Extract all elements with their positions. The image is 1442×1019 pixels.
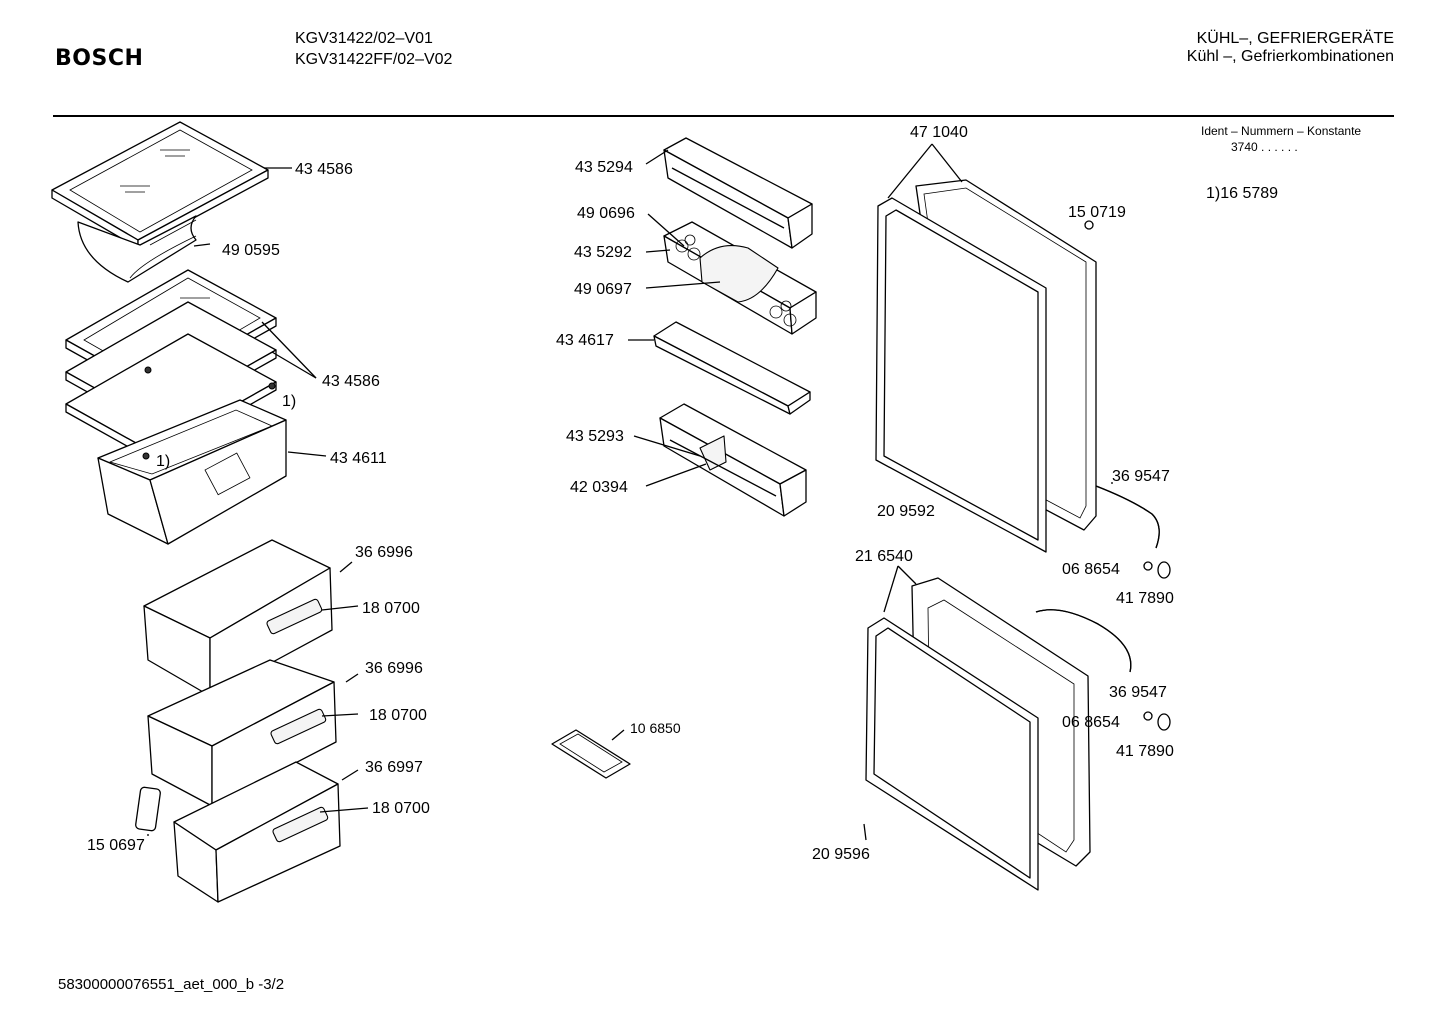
vegetable-drawer-2: [147, 659, 337, 807]
label-footnote-b: 1): [156, 453, 170, 470]
label-cover-lower: 41 7890: [1116, 743, 1174, 760]
label-shelf-top: 43 4586: [295, 161, 353, 178]
door-shelf-1: [663, 137, 813, 249]
ident-title: Ident – Nummern – Konstante: [1201, 124, 1362, 138]
part-labels: 43 4586 49 0595 43 4586 1) 1) 43 4611 36…: [87, 124, 1174, 863]
lower-door-gasket: [865, 617, 1039, 891]
category-title: KÜHL–, GEFRIERGERÄTE: [1196, 30, 1394, 47]
screws-and-covers: [1143, 561, 1171, 731]
label-door-shelf-1: 43 5294: [575, 159, 633, 176]
label-drawer-2: 36 6996: [365, 660, 423, 677]
model-number-2: KGV31422FF/02–V02: [295, 51, 453, 68]
label-door-shelf-3: 43 5293: [566, 428, 624, 445]
door-shelf-3: [659, 403, 807, 517]
header-divider: [53, 115, 1394, 117]
door-shelf-2: [653, 321, 811, 415]
category-subtitle: Kühl –, Gefrierkombinationen: [1186, 48, 1394, 65]
label-egg-shelf: 43 5292: [574, 244, 632, 261]
label-handle-1: 18 0700: [362, 600, 420, 617]
label-gasket-lower: 20 9596: [812, 846, 870, 863]
brand-logo: BOSCH: [55, 46, 144, 71]
model-number-1: KGV31422/02–V01: [295, 30, 433, 47]
crisper-cover: [97, 399, 287, 545]
label-shelves: 43 4586: [322, 373, 380, 390]
label-handle-upper: 36 9547: [1112, 468, 1170, 485]
label-egg-cover: 49 0697: [574, 281, 632, 298]
upper-door-cap: [1084, 220, 1094, 230]
label-holder: 49 0595: [222, 242, 280, 259]
label-cap: 15 0719: [1068, 204, 1126, 221]
leader-lines: [147, 143, 1113, 841]
label-door-lower: 21 6540: [855, 548, 913, 565]
label-crisper-cover: 43 4611: [330, 450, 387, 467]
label-screw-lower: 06 8654: [1062, 714, 1120, 731]
label-cover-upper: 41 7890: [1116, 590, 1174, 607]
label-handle-3: 18 0700: [372, 800, 430, 817]
clip-part: [135, 786, 161, 832]
label-screw-upper: 06 8654: [1062, 561, 1120, 578]
label-footnote-a: 1): [282, 393, 296, 410]
egg-shelf: [663, 221, 817, 335]
label-door-upper: 47 1040: [910, 124, 968, 141]
label-door-shelf-2: 43 4617: [556, 332, 614, 349]
label-drawer-3: 36 6997: [365, 759, 423, 776]
label-drawer-1: 36 6996: [355, 544, 413, 561]
ident-value: 3740 . . . . . .: [1231, 140, 1298, 154]
label-clip: 15 0697: [87, 837, 145, 854]
label-egg-tray-small: 49 0696: [577, 205, 635, 222]
footnote-reference: 1)16 5789: [1206, 185, 1279, 202]
lower-door-handle: [1035, 609, 1132, 673]
label-handle-lower: 36 9547: [1109, 684, 1167, 701]
vegetable-drawer-3: [173, 761, 341, 903]
upper-door-gasket: [875, 197, 1047, 553]
shelf-holder: [77, 215, 197, 283]
upper-door-handle: [1095, 485, 1160, 549]
label-gasket-upper: 20 9592: [877, 503, 935, 520]
label-ice-tray: 10 6850: [630, 720, 681, 736]
label-handle-2: 18 0700: [369, 707, 427, 724]
document-id: 58300000076551_aet_000_b -3/2: [58, 976, 285, 993]
label-divider: 42 0394: [570, 479, 628, 496]
ice-cube-tray: [551, 729, 631, 779]
